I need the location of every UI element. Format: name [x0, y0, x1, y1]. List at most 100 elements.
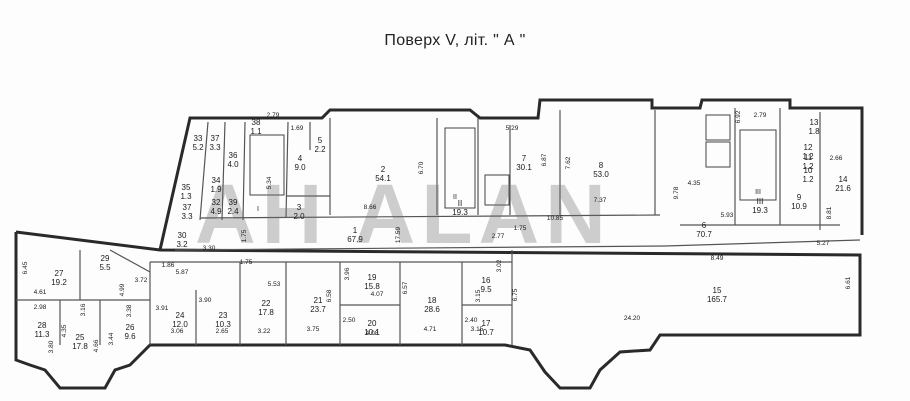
room-area: 9.5: [480, 285, 492, 294]
dimension-label: 3.75: [307, 326, 320, 333]
room-area: 1.3: [180, 192, 192, 201]
room-number: 16: [482, 276, 491, 285]
room-area: 67.9: [347, 235, 363, 244]
room-number: 12: [804, 143, 813, 152]
dimension-label: 17.59: [395, 226, 402, 243]
dimension-label: 2.66: [830, 155, 843, 162]
room-area: 4.9: [210, 207, 222, 216]
room-number: 37: [211, 134, 220, 143]
room-area: 11.3: [35, 330, 51, 339]
room-number: 3: [297, 203, 302, 212]
room-area: 10.3: [215, 320, 231, 329]
dimension-label: 1.75: [240, 259, 253, 266]
room-number: 27: [55, 269, 64, 278]
dimension-label: 5.29: [506, 125, 519, 132]
room-number: 36: [229, 151, 238, 160]
dimension-label: 2.79: [267, 112, 280, 119]
room-area: 15.8: [364, 282, 380, 291]
room-area: 30.1: [516, 163, 532, 172]
dimension-label: 6.75: [512, 288, 519, 301]
room-area: 165.7: [707, 295, 728, 304]
room-number: 35: [182, 183, 191, 192]
room-area: 2.4: [227, 207, 239, 216]
dimension-label: 2.79: [754, 112, 767, 119]
room-area: 19.3: [452, 208, 468, 217]
room-number: 6: [702, 221, 707, 230]
dimension-label: 4.66: [93, 339, 100, 352]
dimension-label: 3.30: [203, 245, 216, 252]
stairwells: [249, 114, 777, 209]
dimension-label: 8.49: [711, 255, 724, 262]
room-area: 5.2: [192, 143, 204, 152]
room-number: 10: [804, 166, 813, 175]
room-area: 54.1: [375, 174, 391, 183]
room-area: 4.0: [227, 160, 239, 169]
room-number: 5: [318, 136, 323, 145]
dimension-label: 6.58: [326, 289, 333, 302]
room-labels: 335.2373.3364.0381.1341.9351.3373.3324.9…: [35, 118, 852, 351]
watermark-text: AH ALAN: [195, 167, 612, 261]
dimension-label: 3.02: [496, 259, 503, 272]
dimension-label: 6.45: [22, 261, 29, 274]
room-area: 19.2: [51, 278, 67, 287]
room-number: 30: [178, 231, 187, 240]
dimension-label: 4.35: [688, 180, 701, 187]
room-area: 3.3: [209, 143, 221, 152]
dimension-label: 2.65: [216, 328, 229, 335]
dimension-label: 3.16: [80, 303, 87, 316]
dimension-label: 8.66: [364, 204, 377, 211]
dimension-label: 3.91: [156, 305, 169, 312]
room-area: 23.7: [310, 305, 326, 314]
room-area: 19.3: [752, 206, 768, 215]
dimension-label: 5.93: [721, 212, 734, 219]
stair-mark: III: [755, 189, 761, 196]
interior-walls: [16, 108, 861, 345]
room-number: 33: [194, 134, 203, 143]
room-area: 1.2: [802, 175, 814, 184]
room-number: 21: [314, 296, 323, 305]
room-area: 1.2: [802, 152, 814, 161]
stair-mark: I: [257, 206, 259, 213]
room-number: 7: [522, 154, 527, 163]
dimension-label: 10.85: [547, 215, 564, 222]
dimension-label: 3.15: [475, 289, 482, 302]
room-area: 70.7: [696, 230, 712, 239]
room-number: 25: [76, 333, 85, 342]
room-area: 10.1: [364, 328, 380, 337]
room-area: 9.0: [294, 163, 306, 172]
room-number: 20: [368, 319, 377, 328]
outer-walls: [14, 98, 864, 390]
dimension-label: 6.92: [735, 110, 742, 123]
room-area: 1.8: [808, 127, 820, 136]
dimension-label: 1.75: [514, 225, 527, 232]
room-area: 17.8: [258, 308, 274, 317]
room-number: 24: [176, 311, 185, 320]
dimension-label: 4.07: [371, 291, 384, 298]
room-number: 34: [212, 176, 221, 185]
dimension-label: 6.70: [418, 161, 425, 174]
room-area: 10.9: [791, 202, 807, 211]
dimension-label: 2.98: [34, 304, 47, 311]
dimension-label: 3.06: [171, 328, 184, 335]
room-number: 39: [229, 198, 238, 207]
room-area: 3.2: [176, 240, 188, 249]
dimension-label: 3.96: [344, 267, 351, 280]
room-number: 26: [126, 323, 135, 332]
dimension-label: 6.61: [845, 276, 852, 289]
dimension-label: 3.80: [48, 340, 55, 353]
room-area: 2.0: [293, 212, 305, 221]
room-number: 38: [252, 118, 261, 127]
room-number: II: [458, 199, 462, 208]
room-number: 18: [428, 296, 437, 305]
room-area: 28.6: [424, 305, 440, 314]
room-area: 2.2: [314, 145, 326, 154]
room-area: 21.6: [835, 184, 851, 193]
room-number: 17: [482, 319, 491, 328]
room-area: 53.0: [593, 170, 609, 179]
dimension-label: 1.75: [241, 229, 248, 242]
room-area: 3.3: [181, 212, 193, 221]
room-number: 15: [713, 286, 722, 295]
dimension-label: 3.38: [126, 304, 133, 317]
